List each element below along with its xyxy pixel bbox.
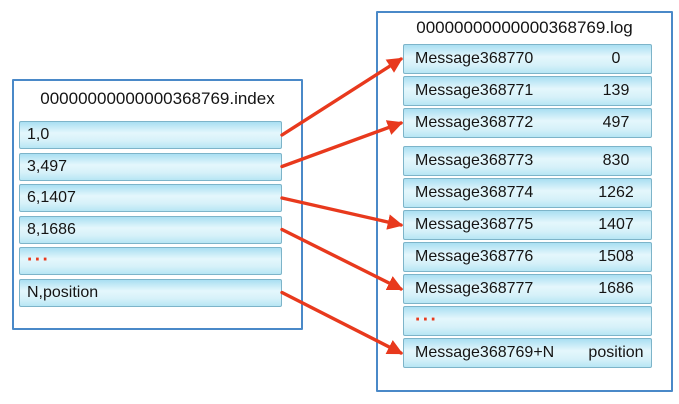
log-message-position: 1686	[598, 280, 634, 297]
log-message-label: Message368775	[415, 216, 534, 233]
log-message-list: Message368770 0 Message368771 139 Messag…	[403, 44, 652, 370]
log-message-label: Message368773	[415, 152, 534, 169]
log-message-label: Message368776	[415, 248, 534, 265]
log-message-position: 0	[611, 50, 621, 67]
index-entry-text: N,position	[27, 283, 99, 301]
log-message-row: Message368775 1407	[403, 210, 652, 240]
index-file-box: 00000000000000368769.index 1,0 3,497 6,1…	[12, 79, 303, 330]
index-entry-row: 8,1686	[19, 215, 282, 244]
index-entry-row: 6,1407	[19, 184, 282, 212]
index-entry-row: 1,0	[19, 121, 282, 149]
log-message-row: Message368771 139	[403, 76, 652, 106]
log-message-label: Message368772	[415, 114, 534, 131]
index-entry-text: 3,497	[27, 157, 68, 175]
index-file-title: 00000000000000368769.index	[40, 89, 275, 108]
log-message-label: Message368777	[415, 280, 534, 297]
log-file-box: 00000000000000368769.log Message368770 0…	[376, 11, 673, 392]
index-entry-text: 6,1407	[27, 189, 76, 206]
log-message-row: Message368777 1686	[403, 274, 652, 304]
log-message-label: Message368770	[415, 50, 534, 67]
log-message-position: 497	[602, 114, 630, 131]
log-message-row: Message368770 0	[403, 44, 652, 74]
log-message-label: ...	[415, 304, 439, 326]
index-entry-list: 1,0 3,497 6,1407 8,1686 ... N,position	[19, 121, 282, 310]
log-message-position: 1508	[598, 248, 634, 265]
log-message-label: Message368771	[415, 82, 534, 99]
index-entry-text: 1,0	[27, 126, 50, 143]
log-message-position: 139	[602, 82, 630, 99]
index-entry-row: ...	[19, 244, 282, 275]
log-message-label: Message368769+N	[415, 344, 555, 361]
log-message-position: position	[588, 344, 644, 361]
log-file-title: 00000000000000368769.log	[416, 18, 633, 37]
index-entry-row: N,position	[19, 278, 282, 307]
log-message-row: Message368776 1508	[403, 242, 652, 272]
log-message-position: 830	[602, 152, 630, 169]
log-message-position: 1262	[598, 184, 634, 201]
index-entry-text: ...	[27, 244, 51, 266]
log-message-row: Message368769+N position	[403, 338, 652, 368]
index-entry-text: 8,1686	[27, 220, 76, 238]
log-message-row: Message368773 830	[403, 146, 652, 176]
log-message-row: Message368772 497	[403, 108, 652, 138]
log-message-label: Message368774	[415, 184, 534, 201]
index-entry-row: 3,497	[19, 152, 282, 181]
log-message-position: 1407	[598, 216, 634, 233]
log-message-row: Message368774 1262	[403, 178, 652, 208]
log-message-row: ...	[403, 304, 652, 336]
